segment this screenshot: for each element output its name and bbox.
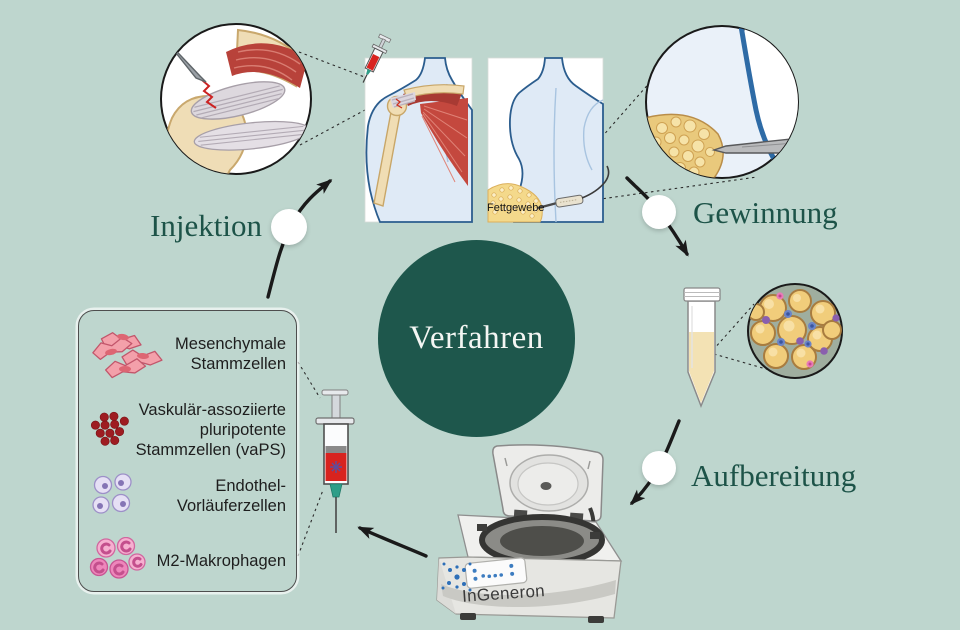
endothelial-cells-icon bbox=[92, 473, 132, 514]
center-circle: Verfahren bbox=[378, 240, 575, 437]
cell-item-label-line: Stammzellen (vaPS) bbox=[135, 441, 286, 459]
cell-item-label-line: M2-Makrophagen bbox=[156, 552, 286, 570]
centrifuge-logo-icon bbox=[441, 562, 472, 592]
center-title: Verfahren bbox=[409, 320, 544, 356]
cannula-icon bbox=[537, 165, 610, 210]
injektion-node bbox=[271, 209, 307, 245]
cell-item-m2: M2-Makrophagen bbox=[89, 535, 286, 587]
injection-syringe-icon bbox=[362, 33, 392, 83]
arrow-to-syringe bbox=[357, 526, 428, 558]
cell-item-label-line: Vorläuferzellen bbox=[176, 497, 286, 515]
cell-item-label: M2-Makrophagen bbox=[157, 551, 286, 571]
fat-tissue-label: Fettgewebe bbox=[487, 202, 545, 214]
step-nodes bbox=[271, 195, 676, 485]
step-label-gewinnung: Gewinnung bbox=[693, 195, 838, 230]
cell-item-mesenchymal: Mesenchymale Stammzellen bbox=[89, 325, 286, 383]
mesenchymal-cells-icon bbox=[92, 332, 163, 379]
cell-item-vaps: Vaskulär-assoziierte pluripotente Stammz… bbox=[89, 395, 286, 465]
fat-harvest-inset-illustration bbox=[645, 25, 799, 179]
cell-item-label: Vaskulär-assoziierte pluripotente Stammz… bbox=[136, 400, 286, 460]
shoulder-inset-illustration bbox=[160, 23, 312, 175]
centrifuge-illustration bbox=[436, 444, 623, 623]
cell-item-label-line: Vaskulär-assoziierte bbox=[138, 401, 286, 419]
step-label-injektion: Injektion bbox=[150, 208, 262, 243]
m2-macrophages-icon bbox=[89, 537, 146, 579]
cell-item-label: Endothel- Vorläuferzellen bbox=[177, 476, 286, 516]
cell-item-endothelial: Endothel- Vorläuferzellen bbox=[89, 467, 286, 525]
cell-types-box: Mesenchymale Stammzellen Vaskulär-assozi… bbox=[78, 310, 297, 592]
adipose-tissue-inset-illustration bbox=[747, 283, 843, 379]
sample-tube-illustration bbox=[683, 287, 721, 409]
step-label-aufbereitung: Aufbereitung bbox=[691, 458, 857, 493]
patient-torso-illustration bbox=[362, 33, 610, 223]
vaps-cells-icon bbox=[90, 411, 129, 446]
cell-item-label-line: Mesenchymale bbox=[175, 335, 286, 353]
cell-syringe-illustration bbox=[315, 389, 355, 533]
cell-item-label-line: Endothel- bbox=[215, 477, 286, 495]
aufbereitung-node bbox=[642, 451, 676, 485]
cell-item-label-line: pluripotente bbox=[199, 421, 286, 439]
gewinnung-node bbox=[642, 195, 676, 229]
cell-item-label: Mesenchymale Stammzellen bbox=[175, 334, 286, 374]
cell-item-label-line: Stammzellen bbox=[190, 355, 286, 373]
